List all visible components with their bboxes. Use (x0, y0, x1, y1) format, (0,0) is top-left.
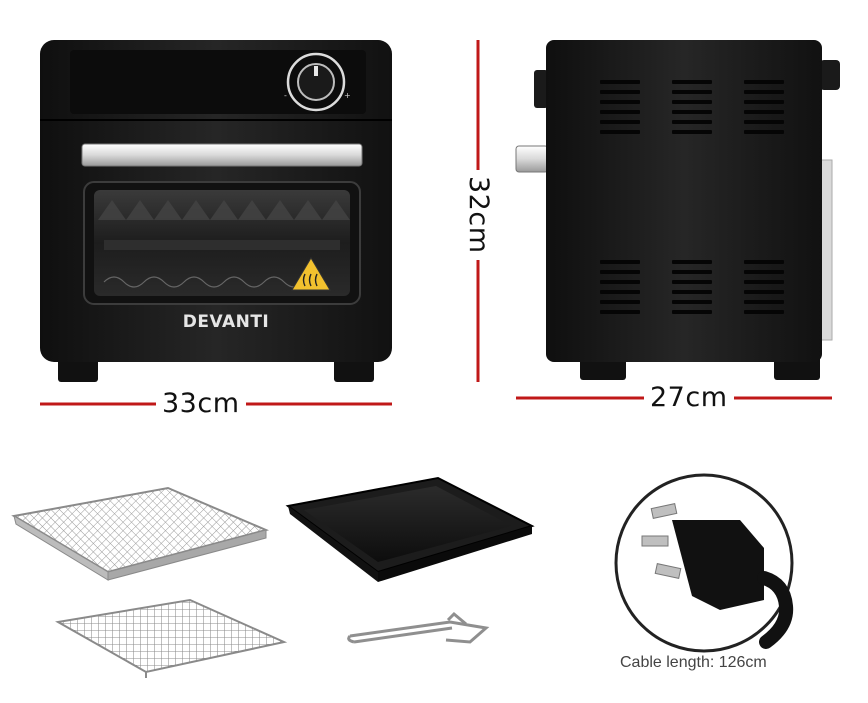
front-left-foot (58, 356, 98, 382)
control-knob-icon: - + (284, 52, 351, 112)
mesh-basket (11, 486, 270, 581)
depth-dimension-label: 27cm (644, 382, 734, 414)
side-vents (600, 80, 784, 314)
cable-length-caption: Cable length: 126cm (620, 654, 767, 671)
svg-text:-: - (284, 91, 287, 100)
power-plug (614, 473, 794, 653)
oven-side-view (515, 40, 840, 380)
height-dimension-label: 32cm (462, 170, 494, 260)
tray-handle-tool (347, 611, 490, 644)
svg-text:+: + (344, 91, 351, 100)
width-dimension-label: 33cm (156, 388, 246, 420)
door-handle (81, 143, 363, 167)
front-right-foot (334, 356, 374, 382)
brand-logo: DEVANTI (182, 312, 270, 332)
oven-front-view: - + (40, 40, 392, 382)
hot-surface-warning-icon (291, 257, 331, 291)
baking-tray (285, 476, 535, 582)
wire-rack (55, 598, 288, 678)
